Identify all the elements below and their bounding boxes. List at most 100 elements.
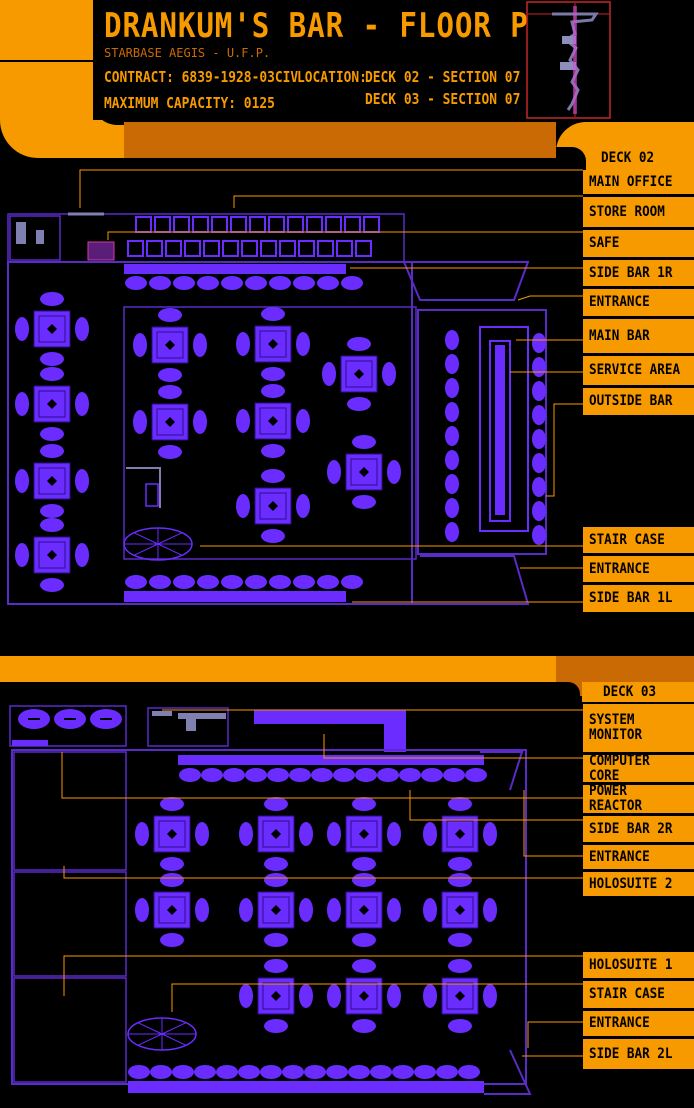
deck03-table-10-chair-left (423, 984, 437, 1008)
side-bar-2r-stool (267, 768, 289, 782)
side-bar-2r-stool (421, 768, 443, 782)
deck02-table-3-chair-left (133, 410, 147, 434)
deck02-table-left-3-chair-right (75, 543, 89, 567)
label-main-bar[interactable]: MAIN BAR (583, 319, 694, 353)
deck03-table-9-chair-top (352, 959, 376, 973)
deck03-heading-bg (582, 682, 694, 702)
side-bar-2l-stool (458, 1065, 480, 1079)
side-bar-1r-stool (149, 276, 171, 290)
store-crate-bottom (127, 240, 144, 257)
deck02-table-2-chair-right (382, 362, 396, 386)
label-holosuite-1[interactable]: HOLOSUITE 1 (583, 952, 694, 978)
deck02-table-3-chair-top (158, 385, 182, 399)
outside-bar-stool (532, 357, 546, 377)
outside-bar-stool (532, 405, 546, 425)
stair-step (133, 543, 159, 556)
deck02-table-2-chair-top (347, 337, 371, 351)
deck03-table-1-chair-right (299, 822, 313, 846)
label-power-reactor[interactable]: POWER REACTOR (583, 784, 694, 814)
deck02-table-2-center (354, 369, 364, 379)
label-side-bar-2l[interactable]: SIDE BAR 2L (583, 1039, 694, 1069)
deck02-table-4-chair-left (236, 409, 250, 433)
label-main-office[interactable]: MAIN OFFICE (583, 170, 694, 194)
store-crate-bottom (241, 240, 258, 257)
power-reactor-room (9, 705, 127, 747)
label-holosuite-2[interactable]: HOLOSUITE 2 (583, 872, 694, 896)
system-monitor-console-b (178, 713, 226, 719)
side-bar-1l-stool (149, 575, 171, 589)
deck03-table-5-chair-right (299, 898, 313, 922)
side-bar-1r-stool (317, 276, 339, 290)
label-computer-core[interactable]: COMPUTER CORE (583, 753, 694, 783)
deck03-table-9-chair-left (327, 984, 341, 1008)
main-bar-zone (417, 309, 547, 555)
deck03-table-8-chair-right (299, 984, 313, 1008)
outside-bar-stool (532, 333, 546, 353)
deck03-table-7-center (455, 905, 465, 915)
store-crate-bottom (298, 240, 315, 257)
side-bar-2r-stool (245, 768, 267, 782)
label-system-monitor[interactable]: SYSTEM MONITOR (583, 704, 694, 752)
leader-side-bar-2r (409, 790, 583, 821)
label-stair-case-deck03[interactable]: STAIR CASE (583, 981, 694, 1008)
label-outside-bar[interactable]: OUTSIDE BAR (583, 388, 694, 415)
leader-outside-bar (546, 403, 583, 497)
label-safe[interactable]: SAFE (583, 230, 694, 257)
store-crate-bottom (279, 240, 296, 257)
lcars-band-1 (124, 122, 556, 158)
label-entrance-deck02-bottom[interactable]: ENTRANCE (583, 556, 694, 582)
deck03-table-8-center (271, 991, 281, 1001)
label-side-bar-1r[interactable]: SIDE BAR 1R (583, 260, 694, 286)
main-bar-stool (445, 474, 459, 494)
main-bar-stool (445, 450, 459, 470)
label-entrance-deck03-bottom[interactable]: ENTRANCE (583, 1011, 694, 1036)
store-crate-top (192, 216, 209, 233)
side-bar-1l-stool (269, 575, 291, 589)
leader-store-room (233, 195, 583, 208)
label-store-room[interactable]: STORE ROOM (583, 197, 694, 227)
side-bar-2r-stool (311, 768, 333, 782)
label-side-bar-1l[interactable]: SIDE BAR 1L (583, 585, 694, 612)
side-bar-2l-stool (348, 1065, 370, 1079)
deck03-table-9-inset (350, 982, 378, 1010)
deck02-table-4-chair-right (296, 409, 310, 433)
deck02-table-3-chair-bottom (158, 445, 182, 459)
page-subtitle: STARBASE AEGIS - U.F.P. (104, 46, 271, 60)
deck03-table-3-center (455, 829, 465, 839)
label-entrance-deck02-top[interactable]: ENTRANCE (583, 289, 694, 316)
deck02-table-5-inset (350, 458, 378, 486)
deck03-table-8-inset (262, 982, 290, 1010)
deck02-table-left-0-chair-bottom (40, 352, 64, 366)
main-bar-stool (445, 378, 459, 398)
lcars-top-bar-1 (0, 0, 93, 60)
store-crate-top (287, 216, 304, 233)
deck03-table-0-inset (158, 820, 186, 848)
label-service-area[interactable]: SERVICE AREA (583, 356, 694, 385)
side-bar-1r-stool (341, 276, 363, 290)
side-bar-1l-stool (221, 575, 243, 589)
page-title: DRANKUM'S BAR - FLOOR PLAN (104, 6, 585, 46)
label-entrance-deck03-top[interactable]: ENTRANCE (583, 845, 694, 869)
stair-step (157, 543, 183, 556)
side-bar-1r-stool (125, 276, 147, 290)
store-crate-top (306, 216, 323, 233)
main-bar-counter (479, 326, 529, 532)
side-bar-2r-stool (333, 768, 355, 782)
computer-core-top (254, 710, 406, 724)
deck02-table-left-2-chair-right (75, 469, 89, 493)
label-stair-case-deck02[interactable]: STAIR CASE (583, 527, 694, 553)
deck02-table-4-center (268, 416, 278, 426)
deck03-table-8-chair-bottom (264, 1019, 288, 1033)
deck02-table-3-chair-right (193, 410, 207, 434)
deck02-table-0-chair-bottom (158, 368, 182, 382)
main-bar-stool (445, 522, 459, 542)
label-side-bar-2r[interactable]: SIDE BAR 2R (583, 816, 694, 842)
deck02-table-1-chair-top (261, 307, 285, 321)
deck02-table-1-chair-bottom (261, 367, 285, 381)
deck02-lower-floor (123, 306, 417, 560)
deck03-table-1-inset (262, 820, 290, 848)
side-bar-2l-stool (216, 1065, 238, 1079)
deck03-table-5-chair-bottom (264, 933, 288, 947)
store-crate-top (249, 216, 266, 233)
